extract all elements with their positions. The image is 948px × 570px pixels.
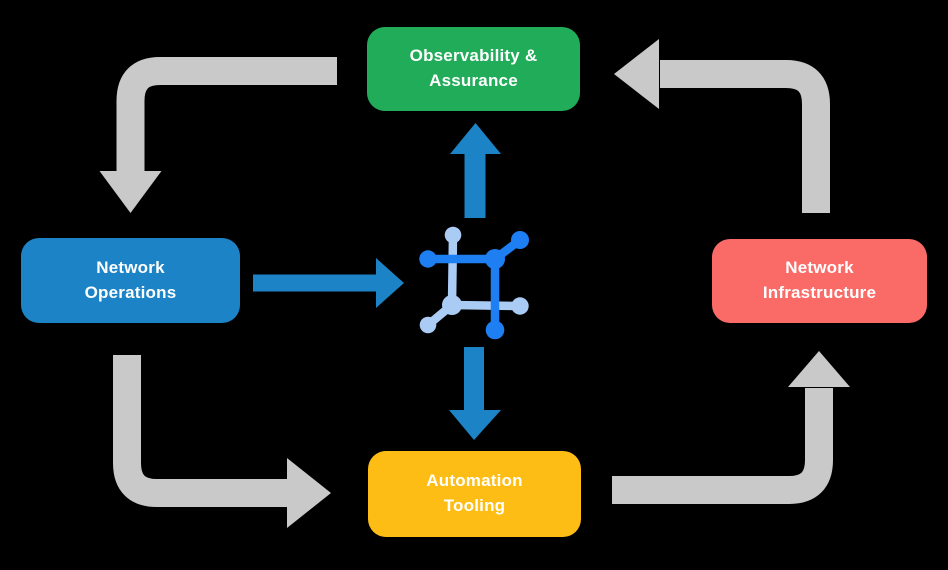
icon-dark-blue-branch [419, 231, 529, 340]
arrow-infrastructure-to-observability [614, 39, 830, 213]
arrow-icon-to-automation [449, 347, 501, 440]
node-network-operations: Network Operations [21, 238, 240, 323]
blue-down-head [449, 410, 501, 440]
node-infrastructure-label: Network Infrastructure [762, 258, 877, 302]
node-automation-label: Automation Tooling [426, 471, 523, 515]
network-fabric-icon [419, 226, 529, 340]
arrow-up-head [788, 351, 850, 387]
node-operations-label: Network Operations [84, 257, 177, 302]
icon-light-blue-branch [419, 226, 529, 334]
arrow-right-head [287, 458, 331, 528]
blue-right-head [376, 258, 404, 308]
arrow-observability-to-operations [99, 57, 337, 213]
node-network-infrastructure: Network Infrastructure [712, 239, 927, 323]
arrow-automation-to-infrastructure [612, 351, 850, 504]
arrow-left-head [614, 39, 659, 109]
node-automation-tooling: Automation Tooling [368, 451, 581, 537]
arrow-operations-to-automation [113, 355, 331, 528]
node-observability-assurance: Observability & Assurance [367, 27, 580, 111]
arrow-down-head [99, 171, 162, 213]
arrow-operations-to-icon [253, 258, 404, 308]
blue-up-head [450, 123, 501, 154]
node-observability-label: Observability & Assurance [409, 46, 538, 90]
arrow-icon-to-observability [450, 123, 501, 218]
